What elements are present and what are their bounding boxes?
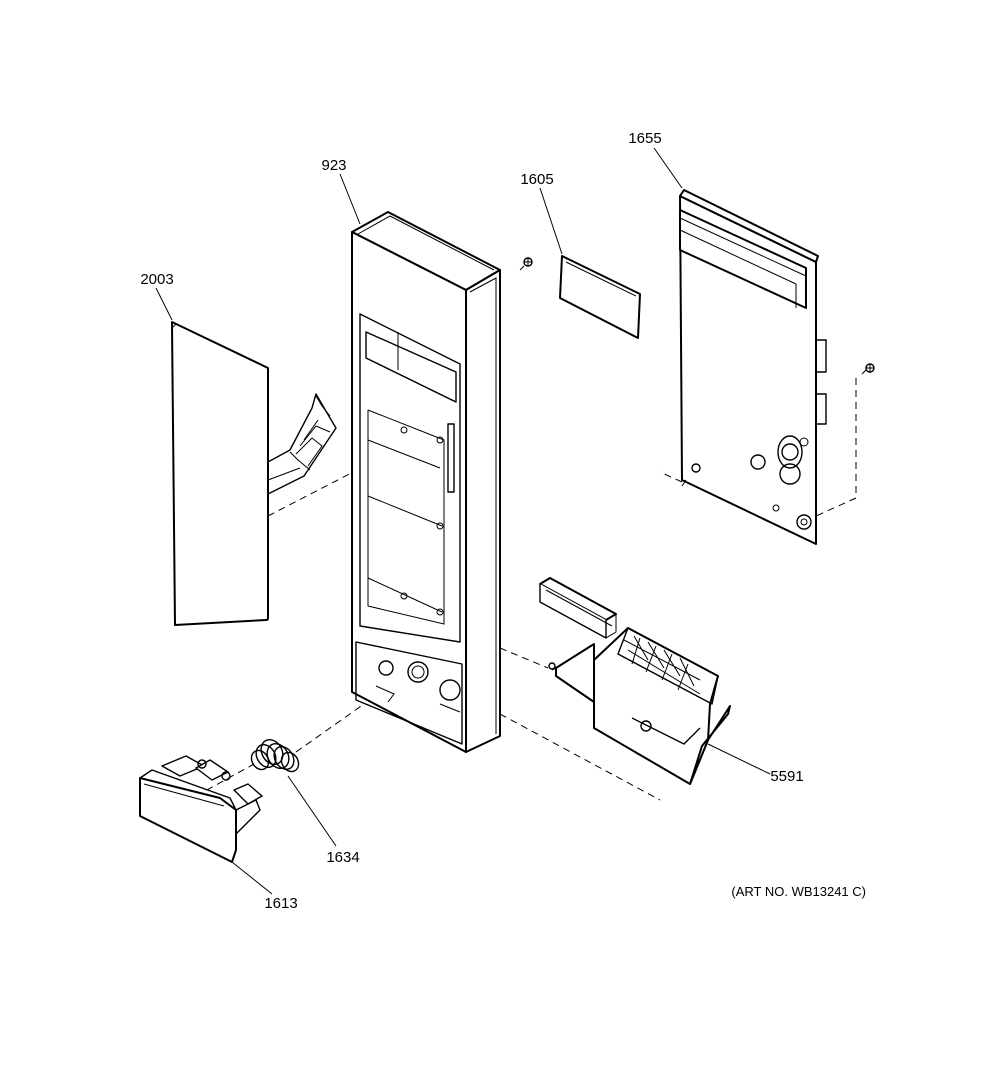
part-923-control-panel[interactable] <box>351 211 501 753</box>
part-number-1634: 1634 <box>326 849 359 866</box>
part-number-1605: 1605 <box>520 171 553 188</box>
leader-1613 <box>231 861 273 895</box>
part-number-2003: 2003 <box>140 271 173 288</box>
leader-5591 <box>707 743 771 775</box>
leader-923 <box>339 173 361 225</box>
part-number-5591: 5591 <box>770 768 803 785</box>
part-2003-touch-panel[interactable] <box>171 321 337 626</box>
part-number-1655: 1655 <box>628 130 661 147</box>
part-1634-spring[interactable] <box>248 736 302 775</box>
leader-1634 <box>287 775 337 847</box>
art-number: (ART NO. WB13241 C) <box>731 884 866 899</box>
part-1605-label[interactable] <box>559 255 641 339</box>
leader-screw-to-board <box>815 378 857 517</box>
leader-1605 <box>539 187 563 255</box>
part-1613-door-button[interactable] <box>139 755 263 863</box>
screw-icon <box>861 363 875 375</box>
part-5591-interlock-bracket[interactable] <box>539 577 731 785</box>
leader-1655 <box>653 147 683 189</box>
part-number-1613: 1613 <box>264 895 297 912</box>
part-number-923: 923 <box>321 157 346 174</box>
screw-icon <box>519 257 533 271</box>
part-1655-control-board[interactable] <box>679 189 827 545</box>
leader-2003 <box>155 287 173 321</box>
